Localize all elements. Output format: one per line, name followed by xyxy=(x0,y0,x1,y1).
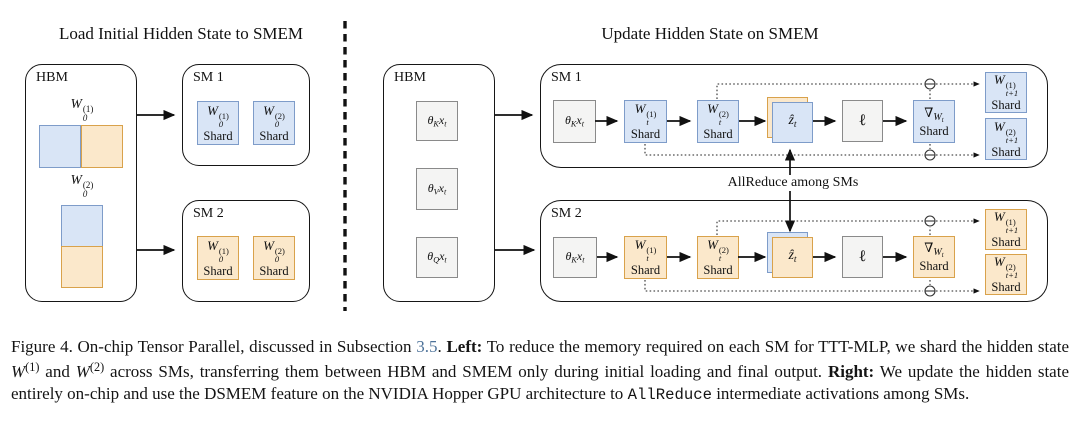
sm1-left-label: SM 1 xyxy=(193,70,224,85)
theta-q-box-hbm: θQxt xyxy=(416,237,458,278)
w0-1-matrix-blue-half xyxy=(39,125,81,168)
wt-2-shard-sm2: W(2)t Shard xyxy=(697,236,739,279)
zhat-node-sm2: ẑt xyxy=(772,237,813,278)
right-panel-title: Update Hidden State on SMEM xyxy=(601,24,819,43)
wt1-next-shard-sm1: W(1)t+1 Shard xyxy=(985,72,1027,113)
hbm-left-label: HBM xyxy=(36,70,68,85)
allreduce-label: AllReduce among SMs xyxy=(727,175,859,190)
wt-2-shard-sm1: W(2)t Shard xyxy=(697,100,739,143)
loss-box-sm2: ℓ xyxy=(842,236,883,278)
figure-caption: Figure 4. On-chip Tensor Parallel, discu… xyxy=(11,337,1070,404)
wt-1-shard-sm2: W(1)t Shard xyxy=(624,236,667,279)
w0-1-matrix-orange-half xyxy=(81,125,123,168)
sm2-right-label: SM 2 xyxy=(551,206,582,221)
w0-2-label: W(2)0 xyxy=(70,172,94,199)
zhat-node-sm1: ẑt xyxy=(772,102,813,143)
sm1-right-label: SM 1 xyxy=(551,70,582,85)
left-panel-title: Load Initial Hidden State to SMEM xyxy=(58,24,304,43)
w0-1-shard-sm2: W(1)0 Shard xyxy=(197,236,239,280)
sm2-left-label: SM 2 xyxy=(193,206,224,221)
w0-1-shard-sm1: W(1)0 Shard xyxy=(197,101,239,145)
w0-2-shard-sm2: W(2)0 Shard xyxy=(253,236,295,280)
w0-2-matrix-orange-half xyxy=(61,246,103,288)
grad-shard-sm2: ∇Wt Shard xyxy=(913,236,955,278)
w0-1-label: W(1)0 xyxy=(70,96,94,123)
theta-k-box-sm1: θKxt xyxy=(553,100,596,143)
theta-k-box-hbm: θKxt xyxy=(416,101,458,141)
wt2-next-shard-sm2: W(2)t+1 Shard xyxy=(985,254,1027,295)
hbm-right-label: HBM xyxy=(394,70,426,85)
theta-k-box-sm2: θKxt xyxy=(553,237,597,278)
loss-box-sm1: ℓ xyxy=(842,100,883,142)
grad-shard-sm1: ∇Wt Shard xyxy=(913,100,955,143)
wt-1-shard-sm1: W(1)t Shard xyxy=(624,100,667,143)
wt2-next-shard-sm1: W(2)t+1 Shard xyxy=(985,118,1027,160)
subsection-link[interactable]: 3.5 xyxy=(416,337,438,356)
w0-2-matrix-blue-half xyxy=(61,205,103,247)
wt1-next-shard-sm2: W(1)t+1 Shard xyxy=(985,209,1027,250)
w0-2-shard-sm1: W(2)0 Shard xyxy=(253,101,295,145)
theta-v-box-hbm: θVxt xyxy=(416,168,458,210)
